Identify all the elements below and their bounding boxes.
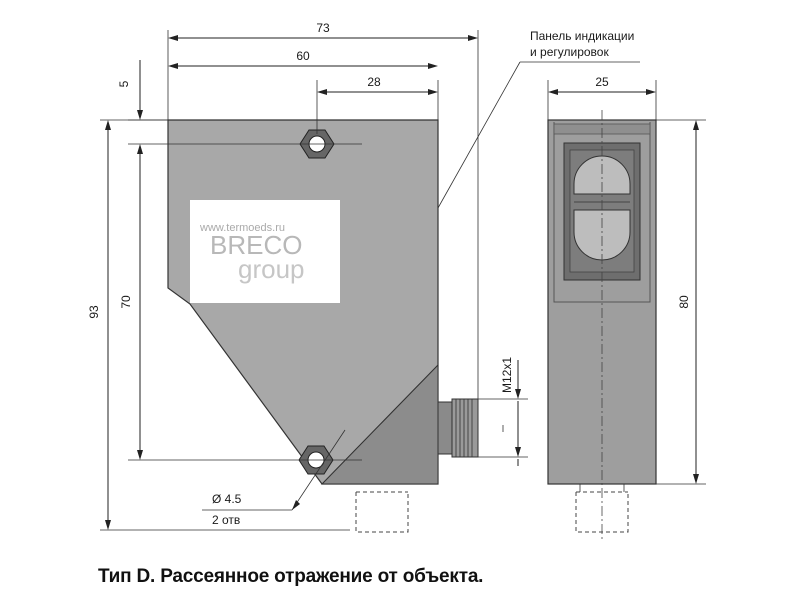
panel-label-line1: Панель индикации xyxy=(530,29,634,43)
dim-25: 25 xyxy=(595,75,609,89)
side-dimensions: 25 80 xyxy=(547,75,706,485)
watermark: www.termoeds.ru BRECO group xyxy=(190,200,340,303)
dim-73: 73 xyxy=(316,21,330,35)
side-view xyxy=(547,110,657,540)
bottom-mounting-nut xyxy=(128,445,362,475)
figure-caption: Тип D. Рассеянное отражение от объекта. xyxy=(98,566,484,587)
front-dimensions: 73 60 28 5 70 93 xyxy=(87,21,640,531)
dim-thread: M12x1 xyxy=(500,357,514,393)
dim-80: 80 xyxy=(677,295,691,309)
connector xyxy=(437,398,479,458)
dim-28: 28 xyxy=(367,75,381,89)
watermark-url: www.termoeds.ru xyxy=(200,222,285,234)
dim-60: 60 xyxy=(296,49,310,63)
front-view xyxy=(128,119,479,533)
dim-hole-count: 2 отв xyxy=(212,513,240,527)
watermark-brand-bottom: group xyxy=(238,254,305,284)
dim-93: 93 xyxy=(87,305,101,319)
lens-upper xyxy=(573,155,631,195)
dim-hole-diameter: Ø 4.5 xyxy=(212,492,242,506)
lens-lower xyxy=(573,209,631,261)
dim-70: 70 xyxy=(119,295,133,309)
dim-5: 5 xyxy=(117,80,131,87)
top-mounting-nut xyxy=(268,129,362,159)
watermark-brand-top: BRECO xyxy=(210,230,303,260)
panel-label-line2: и регулировок xyxy=(530,45,609,59)
cable-stub xyxy=(355,491,409,533)
